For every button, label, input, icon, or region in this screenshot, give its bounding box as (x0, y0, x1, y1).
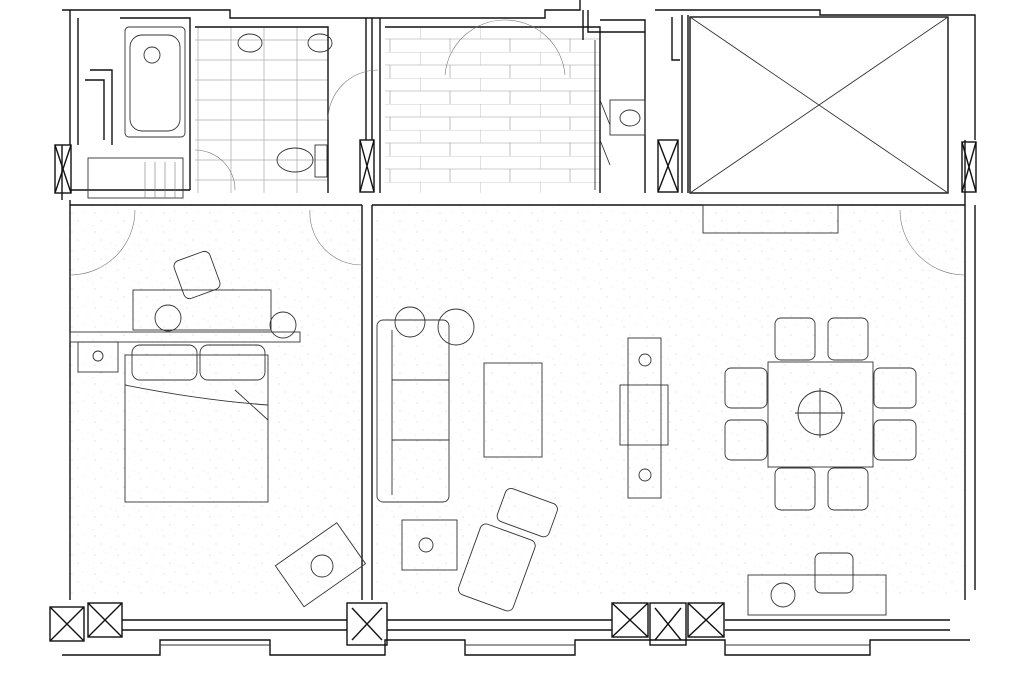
side-table (401, 519, 458, 571)
lounge-chair (457, 523, 536, 612)
bathroom-tiles (195, 27, 328, 193)
coffee-table (483, 362, 543, 458)
radiator (702, 204, 839, 234)
sinks (237, 33, 333, 53)
ottoman (496, 488, 558, 538)
nightstand (77, 341, 119, 373)
bathtub (124, 26, 186, 138)
desk (132, 289, 272, 331)
dining-chairs (724, 317, 917, 511)
shaft (689, 16, 949, 194)
glass-partition (594, 40, 611, 190)
sofa (376, 319, 450, 503)
work-desk (747, 574, 887, 616)
bedroom-floor (70, 207, 362, 600)
tv-console (627, 337, 662, 499)
towel-rack (87, 157, 184, 199)
dining-table (767, 361, 874, 468)
armchair (274, 522, 367, 608)
lamp-icon (154, 304, 182, 332)
toilet (276, 144, 328, 178)
bed (124, 344, 269, 503)
floor-lamp-icon (394, 306, 426, 338)
work-chair (814, 552, 854, 594)
shower-tiles (385, 27, 600, 193)
structural-columns (49, 139, 977, 646)
living-floor (372, 207, 965, 600)
desk-chair (173, 250, 221, 300)
lamp-icon (269, 311, 297, 339)
doors (69, 19, 966, 276)
shower-sink (609, 99, 646, 136)
headboard-shelf (69, 331, 301, 343)
